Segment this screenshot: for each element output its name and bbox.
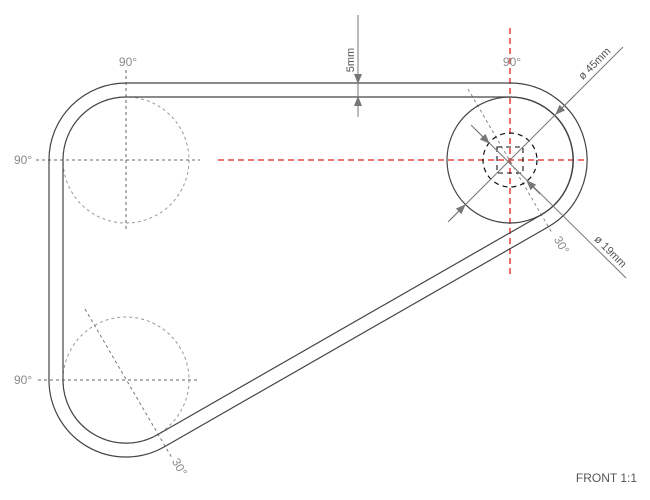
part-outer-outline xyxy=(48,82,588,458)
dim-45-line xyxy=(447,46,624,223)
angle-label-right-diag: 30° xyxy=(551,234,572,257)
angle-label-top-left: 90° xyxy=(119,55,137,69)
dim-45-arrow-upper xyxy=(555,94,576,115)
angle-label-top-right: 90° xyxy=(503,55,521,69)
hole-circle xyxy=(482,132,538,188)
angle-label-left-bottom: 90° xyxy=(14,373,32,387)
right-boss-circle xyxy=(446,96,574,224)
dim-19-arrow-upper xyxy=(474,128,490,144)
dim-19-label: ø 19mm xyxy=(592,233,629,270)
dim-19-line xyxy=(470,124,627,279)
centerline-bottom-left-diag xyxy=(84,308,173,459)
view-label: FRONT 1:1 xyxy=(576,471,637,485)
dim-45-arrow-lower xyxy=(449,204,466,221)
angle-label-left-top: 90° xyxy=(14,153,32,167)
angle-label-bottom-diag: 30° xyxy=(169,456,190,479)
dim-45-label: ø 45mm xyxy=(576,45,613,82)
centerline-right-diag xyxy=(467,88,553,234)
dim-5mm-label: 5mm xyxy=(345,48,357,72)
hole-square xyxy=(496,146,524,174)
dim-19-arrow-lower xyxy=(526,180,541,195)
